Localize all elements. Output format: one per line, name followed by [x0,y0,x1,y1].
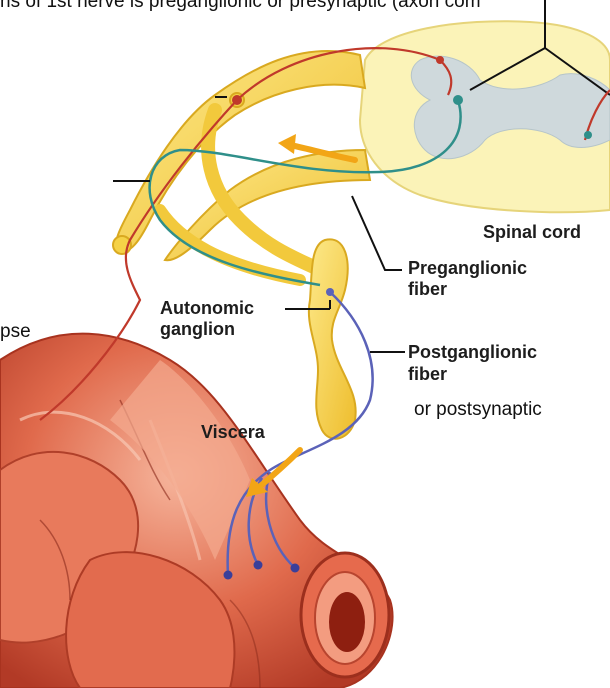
label-postganglionic-line1: Postganglionic [408,342,538,362]
preganglionic-fiber [148,99,462,287]
spinal-cord [358,0,610,214]
top-caption: ns of 1st nerve is preganglionic or pres… [0,0,481,12]
sensory-fiber [39,47,441,421]
sensory-cell-body [232,95,242,105]
terminal-1 [223,570,233,580]
label-preganglionic-line2: fiber [408,279,448,299]
label-postsynaptic-note: or postsynaptic [414,399,542,420]
terminal-2 [253,560,263,570]
viscera-intestine [0,332,394,688]
label-autonomic-line1: Autonomic [160,298,254,318]
terminal-3 [290,563,300,573]
leader-lines [113,96,405,353]
label-synapse-fragment: pse [0,321,31,342]
sensory-terminal [436,56,444,64]
label-autonomic-line2: ganglion [160,319,235,339]
label-spinal-cord: Spinal cord [483,222,582,242]
label-viscera: Viscera [201,422,265,442]
label-preganglionic-line1: Preganglionic [408,258,528,278]
preganglionic-cell-body [453,95,463,105]
direction-arrow-lower [246,447,303,497]
postganglionic-fiber [226,291,374,576]
contralateral-neuron [584,131,592,139]
postganglionic-cell-body [326,288,334,296]
direction-arrow-upper [278,134,358,163]
label-postganglionic-line2: fiber [408,364,448,384]
